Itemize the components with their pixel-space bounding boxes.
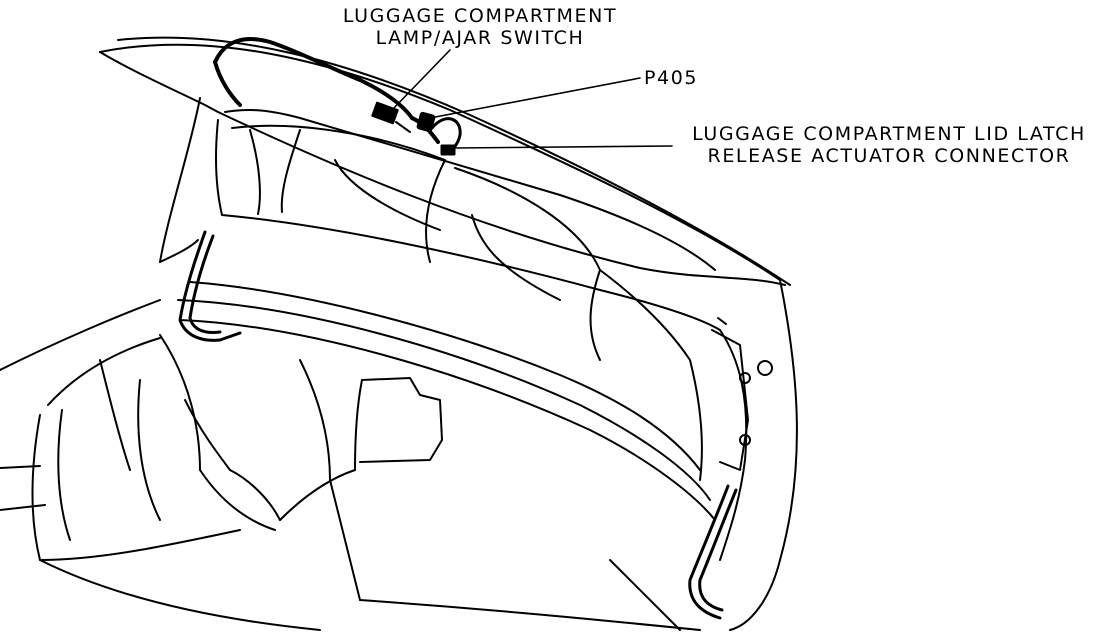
connector-label: P405 <box>644 67 699 89</box>
leader-switch <box>391 49 451 111</box>
trunk-lid-outer <box>99 36 798 631</box>
latch-label-line2: RELEASE ACTUATOR CONNECTOR <box>707 145 1071 167</box>
bolt-icon <box>757 360 773 376</box>
trunk-lid-inner-panel <box>177 109 748 561</box>
switch-label-line1: LUGGAGE COMPARTMENT <box>342 5 618 27</box>
right-hinge-arm <box>688 484 738 620</box>
leader-lines <box>391 49 673 149</box>
leader-latch <box>454 145 673 149</box>
bolt-icon <box>739 434 751 446</box>
switch-label-line2: LAMP/AJAR SWITCH <box>375 27 585 49</box>
latch-bracket <box>711 317 773 471</box>
latch-actuator-connector <box>430 117 462 156</box>
trunk-compartment-body <box>0 299 701 631</box>
bolt-icon <box>739 372 751 384</box>
leader-p405 <box>429 77 641 119</box>
left-hinge-arm <box>178 230 242 342</box>
lamp-ajar-switch <box>371 101 411 133</box>
latch-label-line1: LUGGAGE COMPARTMENT LID LATCH <box>692 123 1086 145</box>
